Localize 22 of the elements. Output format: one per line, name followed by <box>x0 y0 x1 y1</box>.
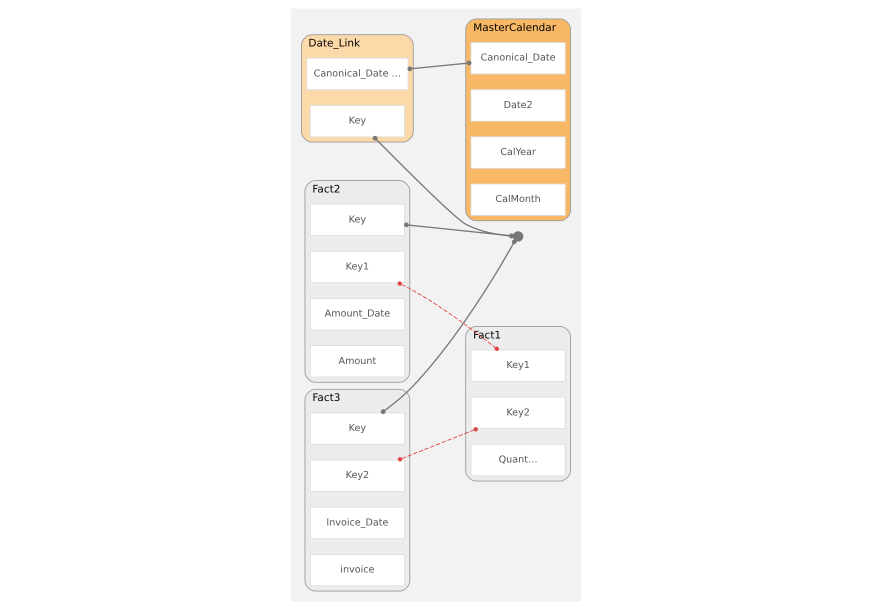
node-box: Amount_Date <box>309 298 404 330</box>
node-box: Key2 <box>309 460 404 492</box>
node-box: Key <box>309 104 404 138</box>
connector <box>397 281 498 352</box>
node-box: CalYear <box>470 136 566 169</box>
connector <box>397 427 478 462</box>
node-box: Key1 <box>470 350 566 382</box>
node-box: Invoice_Date <box>309 506 404 540</box>
node-box: Key2 <box>470 396 566 430</box>
node-box: Key1 <box>309 250 404 284</box>
node-box: Canonical_Date … <box>306 58 408 90</box>
node-box: Amount <box>309 345 404 378</box>
node-box: Key <box>309 412 404 445</box>
node-box: Canonical_Date <box>470 42 566 74</box>
connector <box>380 240 516 414</box>
connector <box>406 60 471 72</box>
node-box: CalMonth <box>470 184 566 216</box>
node-box: Quant… <box>470 444 566 476</box>
node-circle <box>512 231 523 242</box>
node-box: invoice <box>309 554 404 586</box>
node-box: Key <box>309 204 404 236</box>
node-box: Date2 <box>470 89 566 122</box>
